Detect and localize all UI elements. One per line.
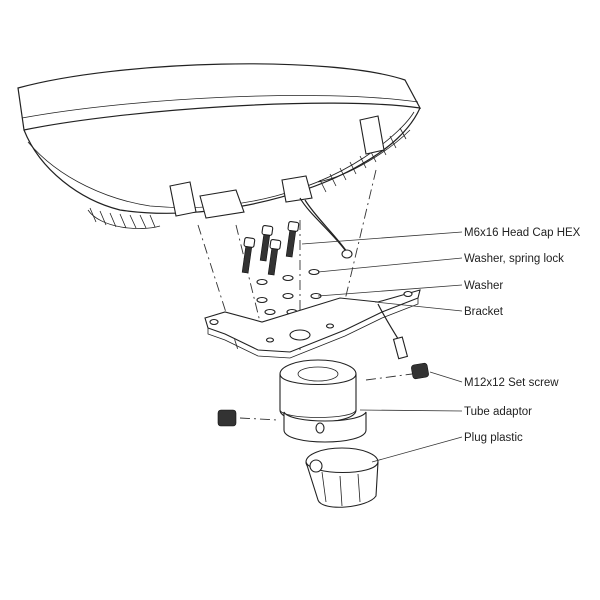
cooling-fins — [87, 127, 411, 229]
head-cap-screws — [241, 221, 300, 276]
label-head-cap: M6x16 Head Cap HEX — [464, 227, 581, 239]
label-set-screw: M12x12 Set screw — [464, 377, 559, 389]
bracket — [204, 289, 421, 360]
part-labels: M6x16 Head Cap HEX Washer, spring lock W… — [464, 227, 581, 444]
set-screws — [217, 362, 429, 427]
plug-plastic — [305, 447, 379, 508]
label-washer: Washer — [464, 280, 503, 292]
label-plug-plastic: Plug plastic — [464, 432, 523, 444]
leader-lines — [301, 231, 463, 463]
tube-adaptor — [279, 359, 367, 443]
label-tube-adaptor: Tube adaptor — [464, 406, 532, 418]
label-washer-spring: Washer, spring lock — [464, 253, 564, 265]
label-bracket: Bracket — [464, 306, 504, 318]
lamp-housing — [17, 63, 422, 259]
